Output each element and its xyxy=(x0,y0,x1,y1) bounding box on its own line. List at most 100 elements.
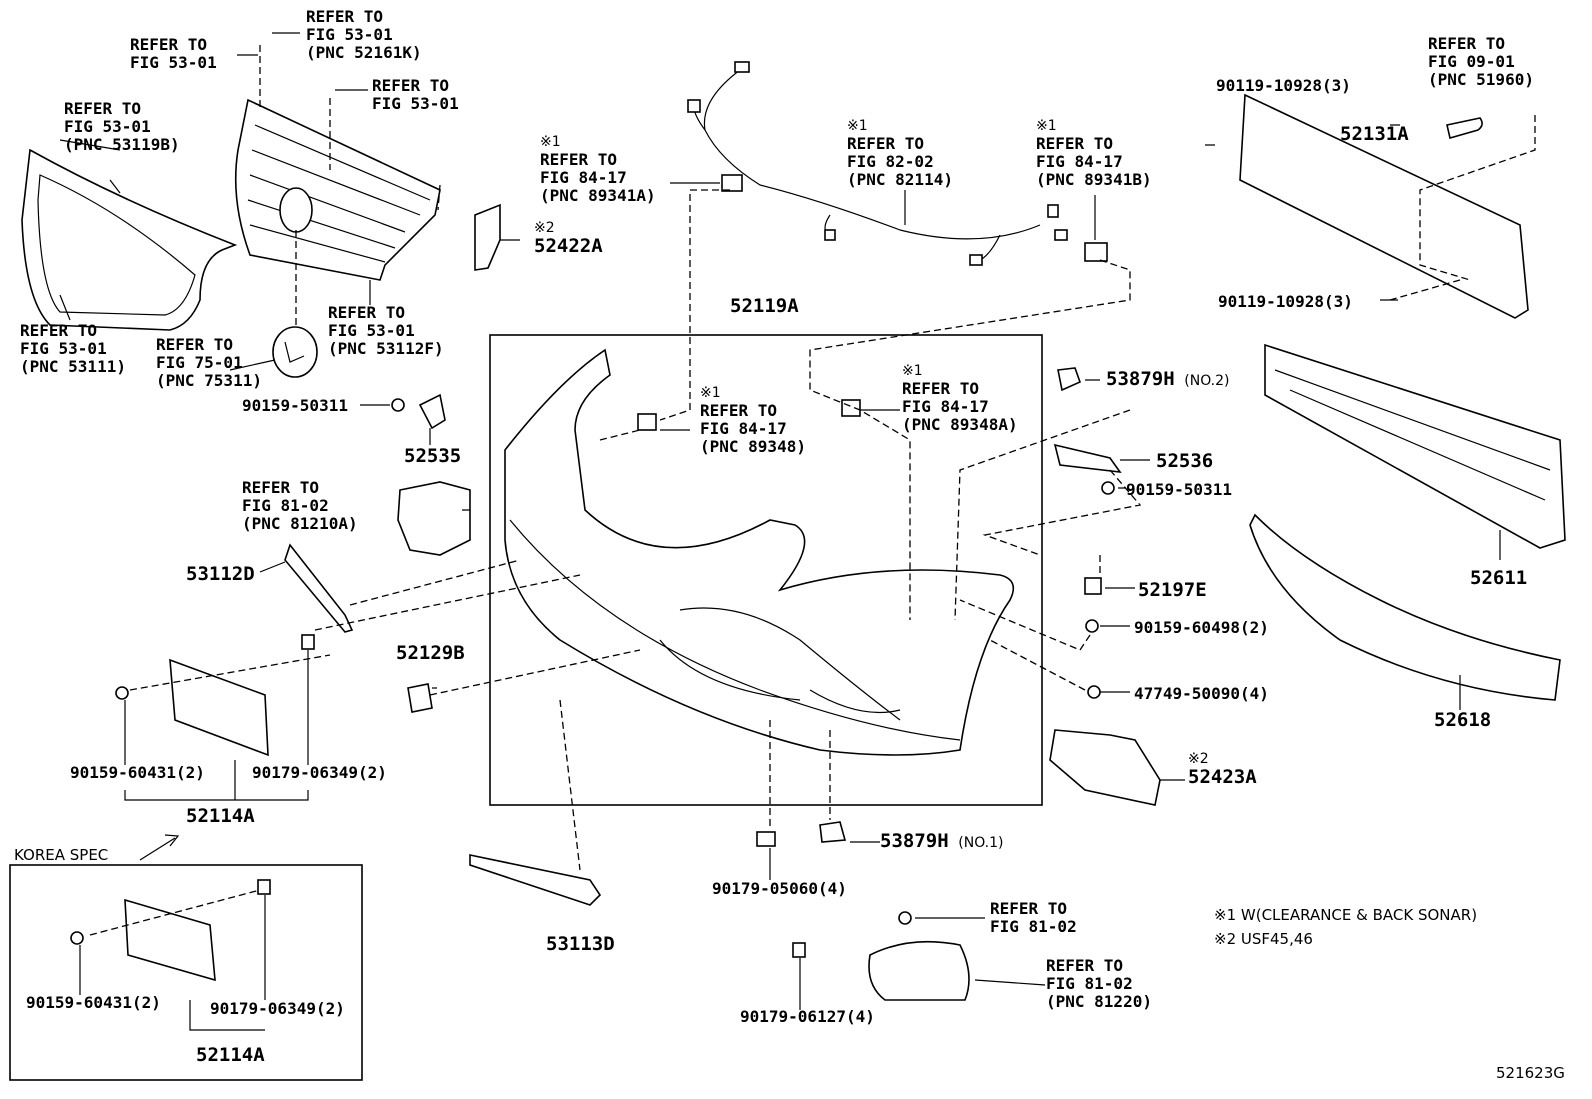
label-52129B: 52129B xyxy=(396,642,465,664)
clip-90179-05060 xyxy=(756,831,776,847)
part-number-text: 52422A xyxy=(534,235,603,257)
fog-bracket-81210A xyxy=(397,481,471,556)
label-refer-89348: ※1 REFER TO FIG 84-17 (PNC 89348) xyxy=(700,384,806,456)
label-refer-75311: REFER TO FIG 75-01 (PNC 75311) xyxy=(156,336,262,390)
mark-1-text: ※1 xyxy=(700,385,721,401)
retainer-53113D xyxy=(469,854,602,906)
radiator-grille-part xyxy=(234,98,441,281)
label-90119-10928-top: 90119-10928(3) xyxy=(1216,76,1351,95)
label-52611: 52611 xyxy=(1470,567,1528,589)
retainer-53879H-no2 xyxy=(1057,367,1082,392)
refer-to-text: REFER TO xyxy=(847,134,925,153)
reinforcement-52131A xyxy=(1239,93,1529,319)
refer-to-text: REFER TO xyxy=(130,35,208,54)
sensor-89341A xyxy=(721,174,743,192)
label-52422A: ※2 52422A xyxy=(534,219,603,256)
bumper-cover-52119A xyxy=(504,348,1015,756)
label-refer-81220: REFER TO FIG 81-02 (PNC 81220) xyxy=(1046,957,1152,1011)
label-53112D: 53112D xyxy=(186,563,255,585)
screw-fog-upper xyxy=(898,911,912,925)
retainer-53879H-no1 xyxy=(819,821,847,843)
pnc-text: (PNC 89348) xyxy=(700,437,806,456)
label-refer-fig8102: REFER TO FIG 81-02 xyxy=(990,900,1077,936)
pnc-text: (PNC 52161K) xyxy=(306,43,422,62)
refer-to-text: REFER TO xyxy=(242,478,320,497)
fig-ref-text: FIG 53-01 xyxy=(130,53,217,72)
seal-52422A xyxy=(474,203,501,271)
label-90179-05060: 90179-05060(4) xyxy=(712,879,847,898)
sensor-89341B xyxy=(1084,242,1108,262)
nut-90179-06349 xyxy=(301,634,315,650)
refer-to-text: REFER TO xyxy=(156,335,234,354)
bumper-cover-frame xyxy=(489,334,1043,806)
pnc-text: (PNC 89348A) xyxy=(902,415,1018,434)
pnc-text: (PNC 53111) xyxy=(20,357,126,376)
pnc-text: (PNC 89341B) xyxy=(1036,170,1152,189)
pnc-text: (PNC 53119B) xyxy=(64,135,180,154)
pnc-text: (PNC 82114) xyxy=(847,170,953,189)
fig-ref-text: FIG 81-02 xyxy=(1046,974,1133,993)
label-52114A-korea: 52114A xyxy=(196,1044,265,1066)
fig-ref-text: FIG 53-01 xyxy=(64,117,151,136)
pnc-text: (PNC 81220) xyxy=(1046,992,1152,1011)
label-refer-fig5301-a: REFER TO FIG 53-01 xyxy=(130,36,217,72)
label-90179-06127: 90179-06127(4) xyxy=(740,1007,875,1026)
label-52423A: ※2 52423A xyxy=(1188,750,1257,787)
bolt-90159-60431 xyxy=(115,686,129,700)
fig-ref-text: FIG 81-02 xyxy=(242,496,329,515)
refer-to-text: REFER TO xyxy=(1046,956,1124,975)
retainer-52536 xyxy=(1053,443,1122,474)
label-53879H-no2: 53879H (NO.2) xyxy=(1106,370,1230,390)
sensor-89348 xyxy=(637,413,657,431)
fig-ref-text: FIG 53-01 xyxy=(372,94,459,113)
tow-hook-part xyxy=(1446,117,1483,140)
mark-1-text: ※1 xyxy=(540,134,561,150)
screw-47749-50090 xyxy=(1087,685,1101,699)
refer-to-text: REFER TO xyxy=(540,150,618,169)
seal-52423A xyxy=(1049,729,1161,806)
clip-90159-50311-left xyxy=(391,398,405,412)
absorber-52611 xyxy=(1264,343,1566,549)
nut-90179-06127 xyxy=(792,942,806,958)
label-90159-50311-right: 90159-50311 xyxy=(1126,480,1232,499)
pnc-text: (PNC 75311) xyxy=(156,371,262,390)
fig-ref-text: FIG 53-01 xyxy=(328,321,415,340)
label-refer-52161K: REFER TO FIG 53-01 (PNC 52161K) xyxy=(306,8,422,62)
pnc-text: (PNC 53112F) xyxy=(328,339,444,358)
absorber-52618 xyxy=(1249,513,1561,701)
label-90179-06349-korea: 90179-06349(2) xyxy=(210,999,345,1018)
refer-to-text: REFER TO xyxy=(1428,34,1506,53)
license-bracket-korea xyxy=(124,898,216,982)
mark-2-text: ※2 xyxy=(1188,751,1209,767)
label-53879H-no1: 53879H (NO.1) xyxy=(880,832,1004,852)
mark-1-text: ※1 xyxy=(1036,118,1057,134)
part-number-text: 52423A xyxy=(1188,766,1257,788)
mark-1-text: ※1 xyxy=(847,118,868,134)
label-refer-fig5301-b: REFER TO FIG 53-01 xyxy=(372,77,459,113)
fig-ref-text: FIG 84-17 xyxy=(700,419,787,438)
label-52197E: 52197E xyxy=(1138,579,1207,601)
label-refer-82114: ※1 REFER TO FIG 82-02 (PNC 82114) xyxy=(847,117,953,189)
clip-52197E xyxy=(1084,577,1102,595)
fig-ref-text: FIG 84-17 xyxy=(902,397,989,416)
korea-spec-frame xyxy=(9,864,363,1081)
pnc-text: (PNC 89341A) xyxy=(540,186,656,205)
label-refer-53119B: REFER TO FIG 53-01 (PNC 53119B) xyxy=(64,100,180,154)
bracket-52535 xyxy=(418,393,446,430)
refer-to-text: REFER TO xyxy=(328,303,406,322)
label-52114A: 52114A xyxy=(186,805,255,827)
refer-to-text: REFER TO xyxy=(20,321,98,340)
label-refer-89341B: ※1 REFER TO FIG 84-17 (PNC 89341B) xyxy=(1036,117,1152,189)
refer-to-text: REFER TO xyxy=(902,379,980,398)
label-52618: 52618 xyxy=(1434,709,1492,731)
fig-ref-text: FIG 84-17 xyxy=(540,168,627,187)
cap-52129B xyxy=(407,683,433,713)
sensor-89348A xyxy=(841,399,861,417)
fig-ref-text: FIG 53-01 xyxy=(20,339,107,358)
label-90159-60431-korea: 90159-60431(2) xyxy=(26,993,161,1012)
label-90159-60431: 90159-60431(2) xyxy=(70,763,205,782)
label-refer-81210A: REFER TO FIG 81-02 (PNC 81210A) xyxy=(242,479,358,533)
refer-to-text: REFER TO xyxy=(700,401,778,420)
label-90119-10928-bottom: 90119-10928(3) xyxy=(1218,292,1353,311)
label-90159-50311-left: 90159-50311 xyxy=(242,396,348,415)
